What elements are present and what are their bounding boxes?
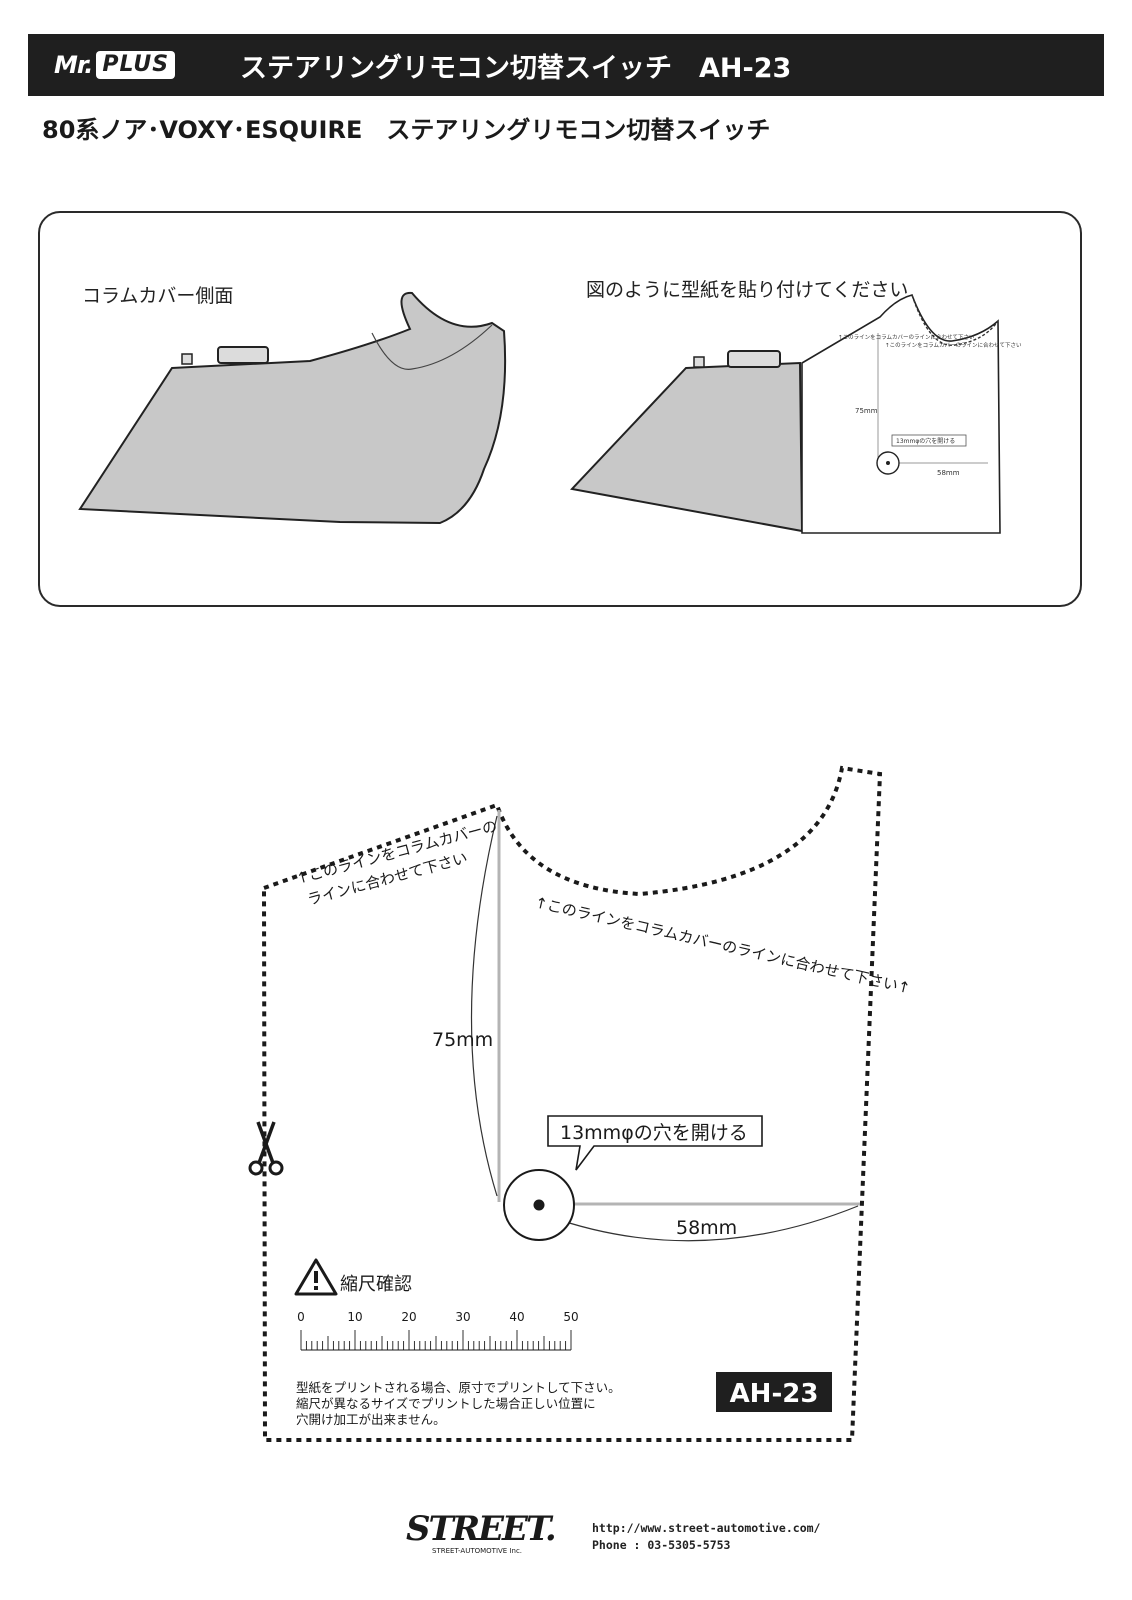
column-cover-right: ↑このラインをコラムカバーのラインに合わせて下さい ↑このラインをコラムカバーの… [570, 294, 1022, 534]
mini-hole-note: 13mmφの穴を開ける [896, 437, 955, 445]
brand-mr: Mr. [54, 51, 93, 79]
cut-outline [261, 765, 883, 1442]
page-subtitle: 80系ノア･VOXY･ESQUIRE ステアリングリモコン切替スイッチ [42, 116, 771, 144]
scale-title: 縮尺確認 [340, 1274, 412, 1295]
phone-number: Phone : 03-5305-5753 [592, 1538, 731, 1552]
dim-arc-horizontal [547, 1205, 859, 1242]
print-note-line-1: 型紙をプリントされる場合、原寸でプリントして下さい。 [296, 1380, 621, 1395]
dim-horizontal: 58mm [676, 1217, 737, 1239]
model-badge [716, 1372, 832, 1412]
scale-check: 縮尺確認 0 10 20 30 40 50 [294, 1258, 579, 1351]
drill-template: 13mmφの穴を開ける 75mm 58mm ↑このラインをコラムカバーの ライン… [248, 765, 912, 1442]
scale-tick-label: 20 [401, 1310, 416, 1324]
logo-sub: STREET-AUTOMOTIVE Inc. [432, 1547, 522, 1555]
scale-tick-label: 30 [455, 1310, 470, 1324]
hole-note: 13mmφの穴を開ける [560, 1122, 748, 1144]
right-caption: 図のように型紙を貼り付けてください [586, 279, 909, 301]
mini-line-note-2: ↑このラインをコラムカバーのラインに合わせて下さい [885, 341, 1022, 349]
mini-dim-horizontal: 58mm [937, 469, 960, 477]
page-title: ステアリングリモコン切替スイッチ AH-23 [240, 53, 792, 84]
scale-ruler: 0 10 20 30 40 50 [297, 1310, 579, 1351]
illustration-panel: コラムカバー側面 図のように型紙を貼り付けてください ↑このラインをコラムカバー… [38, 211, 1082, 607]
line-note-curve: ↑このラインをコラムカバーのラインに合わせて下さい↑ [533, 893, 912, 997]
column-cover-illustration: ↑このラインをコラムカバーのラインに合わせて下さい ↑このラインをコラムカバーの… [78, 291, 1022, 534]
dim-arc-vertical [470, 815, 498, 1197]
hole-center [533, 1199, 545, 1211]
scale-tick-label: 40 [509, 1310, 524, 1324]
scissors-icon [248, 1121, 284, 1176]
left-caption: コラムカバー側面 [82, 285, 234, 307]
brand-logo: Mr. PLUS [54, 48, 176, 82]
scale-tick-label: 10 [347, 1310, 362, 1324]
scale-tick-label: 50 [563, 1310, 578, 1324]
brand-plus: PLUS [96, 51, 176, 79]
scale-tick-label: 0 [297, 1310, 305, 1324]
hole-callout [547, 1115, 763, 1171]
print-note-line-3: 穴開け加工が出来ません。 [296, 1412, 446, 1427]
footer-contact: http://www.street-automotive.com/ Phone … [592, 1520, 820, 1554]
header-bar: Mr. PLUS ステアリングリモコン切替スイッチ AH-23 [28, 34, 1104, 96]
column-cover-left [78, 291, 507, 525]
print-note-line-2: 縮尺が異なるサイズでプリントした場合正しい位置に [296, 1396, 596, 1411]
dim-vertical: 75mm [432, 1029, 493, 1051]
street-logo: STREET. STREET-AUTOMOTIVE Inc. [406, 1509, 557, 1555]
logo-text: STREET. [406, 1509, 555, 1549]
website-link[interactable]: http://www.street-automotive.com/ [592, 1521, 821, 1535]
mini-dim-vertical: 75mm [855, 407, 878, 415]
mini-line-note-1: ↑このラインをコラムカバーのラインに合わせて下さい [838, 333, 975, 341]
model-badge-text: AH-23 [730, 1379, 819, 1409]
